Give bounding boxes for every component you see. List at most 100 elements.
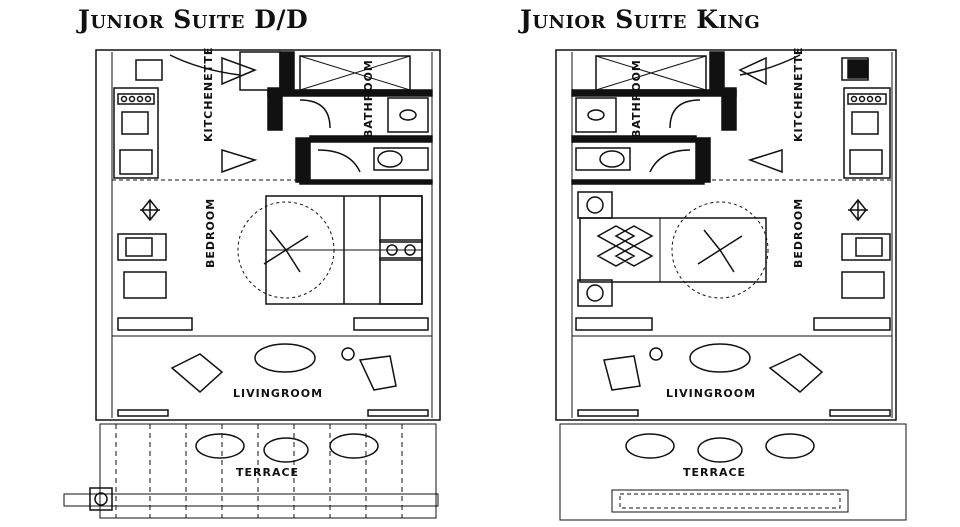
- plan-king-wall-block-1: [709, 51, 725, 91]
- plan-dd-toilet-door-swing: [317, 149, 361, 173]
- plan-king-kitchen-arrow: [747, 148, 783, 174]
- plan-king-bathroom-label: BATHROOM: [630, 59, 643, 138]
- plan-dd-door-swing: [169, 54, 241, 76]
- plan-king-terrace-step-inner: [619, 493, 841, 509]
- plan-king-chair: [855, 237, 883, 257]
- plan-dd-burner-2: [128, 95, 136, 103]
- plan-king-burner-2: [858, 95, 866, 103]
- plan-king-bench: [813, 317, 891, 331]
- plan-king-stove: [847, 93, 887, 105]
- plan-dd-lamp-1: [386, 244, 398, 256]
- plan-dd-column-cap: [94, 492, 108, 506]
- plan-dd-sill-left: [117, 409, 169, 417]
- plan-king-terrace-label: TERRACE: [683, 466, 746, 479]
- plan-dd-kitchenette-counter: [113, 87, 159, 179]
- plan-title-dd: Junior Suite D/D: [78, 5, 309, 34]
- plan-dd-bath-wall-mid: [309, 135, 433, 143]
- plan-dd-burner-4: [144, 95, 152, 103]
- plan-dd-bath-sink: [399, 109, 417, 121]
- plan-king-kitchenette-label: KITCHENETTE: [792, 47, 805, 142]
- plan-dd-wall-block-2: [267, 87, 283, 131]
- plan-dd-toilet: [373, 147, 429, 171]
- plan-king-toilet-door-swing: [649, 149, 691, 173]
- plan-dd-terrace-outline: [99, 423, 437, 519]
- plan-king-side-table: [649, 347, 663, 361]
- plan-dd-toilet-bowl: [377, 150, 403, 168]
- plan-dd-bedroom-label: BEDROOM: [204, 198, 217, 268]
- plan-king-burner-1: [850, 95, 858, 103]
- plan-dd-wall-block-3: [295, 137, 311, 183]
- plan-dd-livingroom-label: LIVINGROOM: [233, 387, 323, 400]
- plan-king-bedroom-wall: [571, 179, 705, 185]
- plan-dd-plant-icon: [140, 198, 160, 222]
- plan-king-sill-left: [577, 409, 639, 417]
- plan-king-burner-3: [866, 95, 874, 103]
- plan-dd-bath-vanity: [387, 97, 429, 133]
- plan-king-bedroom-label: BEDROOM: [792, 198, 805, 268]
- plan-king-lamp-2: [586, 284, 604, 302]
- plan-dd-sill-right: [367, 409, 429, 417]
- plan-dd-pergola: [115, 424, 403, 518]
- plan-king-coffee-table: [689, 343, 751, 373]
- plan-king-desk: [841, 233, 891, 261]
- plan-king: BATHROOM KITCHENETTE: [555, 47, 907, 521]
- plan-dd-armchair-left: [170, 353, 224, 394]
- plan-king-bath-sink: [587, 109, 605, 121]
- plan-dd-terrace-chair-1: [195, 433, 245, 459]
- plan-king-outer-wall: [555, 49, 897, 421]
- plan-dd-fridge: [119, 149, 153, 175]
- plan-dd-nightstand: [379, 239, 423, 261]
- plan-king-door-swing: [739, 54, 801, 76]
- plan-king-terrace-chair-2: [765, 433, 815, 459]
- plan-king-armchair-left: [603, 355, 641, 391]
- plan-king-nightstand-1: [577, 191, 613, 219]
- plan-dd-wardrobe-cross-b: [299, 55, 411, 91]
- plan-dd: KITCHENETTE BATHROOM BEDROOM: [63, 47, 441, 519]
- plan-king-console: [575, 317, 653, 331]
- plan-dd-burner-3: [136, 95, 144, 103]
- plan-king-sill-right: [829, 409, 891, 417]
- plan-dd-column: [89, 487, 113, 511]
- plan-dd-lamp-2: [404, 244, 416, 256]
- plan-king-closet-fill: [847, 59, 869, 79]
- plan-dd-door-arrow: [221, 56, 258, 86]
- plan-dd-coffee-table: [254, 343, 316, 373]
- plan-dd-side-table: [341, 347, 355, 361]
- plan-king-toilet-bowl: [599, 150, 625, 168]
- plan-dd-bench: [117, 317, 193, 331]
- plan-king-wall-block-2: [721, 87, 737, 131]
- plan-dd-closet: [135, 59, 163, 81]
- plan-dd-pillow-1: [379, 195, 423, 243]
- plan-king-kitchenette-counter: [843, 87, 891, 179]
- plan-dd-bath-wall-top: [267, 89, 433, 97]
- plan-king-armchair-right: [768, 353, 824, 393]
- plan-king-ceiling-fan: [671, 201, 769, 299]
- plan-dd-chair: [125, 237, 153, 257]
- plan-king-terrace-step: [611, 489, 849, 513]
- plan-dd-stove: [117, 93, 155, 105]
- plan-dd-bath-door-swing: [299, 99, 331, 129]
- plan-dd-terrace-table: [263, 437, 309, 463]
- plan-king-terrace-chair-1: [625, 433, 675, 459]
- plan-dd-entry-door: [239, 51, 281, 91]
- plan-king-wardrobe-cross-b: [595, 55, 707, 91]
- plan-king-fridge: [849, 149, 883, 175]
- plan-dd-terrace-rail: [63, 493, 439, 507]
- plan-dd-terrace-label: TERRACE: [236, 466, 299, 479]
- plan-dd-console: [353, 317, 429, 331]
- plan-dd-pillow-2: [379, 257, 423, 305]
- plan-king-sink: [851, 111, 879, 135]
- plan-king-livingroom-label: LIVINGROOM: [666, 387, 756, 400]
- plan-dd-fan-blades: [263, 229, 309, 273]
- plan-king-burner-4: [874, 95, 882, 103]
- plan-dd-burner-1: [120, 95, 128, 103]
- plan-king-bath-wall-mid: [571, 135, 697, 143]
- plan-king-nightstand-2: [577, 279, 613, 307]
- plan-title-king: Junior Suite King: [520, 5, 761, 34]
- plan-king-door-arrow: [738, 56, 767, 86]
- plan-king-bath-door-swing: [669, 99, 701, 129]
- plan-king-plant-icon: [848, 198, 868, 222]
- plan-dd-armchair-right: [358, 355, 397, 391]
